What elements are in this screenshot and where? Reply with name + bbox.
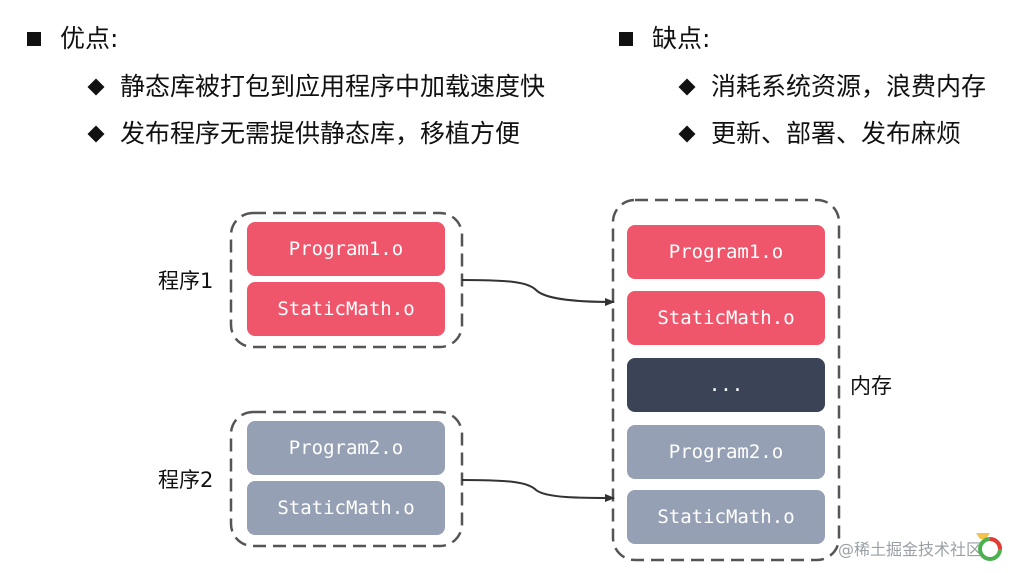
- memory-gap-block: ...: [627, 358, 825, 412]
- cons-heading: 缺点:: [652, 24, 711, 53]
- cons-item: 消耗系统资源，浪费内存: [678, 72, 987, 102]
- memory-container: [611, 198, 841, 562]
- memory-program1-block: Program1.o: [627, 225, 825, 279]
- cons-item-text: 消耗系统资源，浪费内存: [711, 72, 987, 101]
- watermark-text: @稀土掘金技术社区: [838, 540, 983, 559]
- pros-bullet-square: [27, 32, 41, 46]
- program2-object-block: Program2.o: [247, 421, 445, 475]
- cons-bullet-square: [619, 32, 633, 46]
- memory-label: 内存: [850, 374, 892, 398]
- pros-item: 静态库被打包到应用程序中加载速度快: [87, 72, 546, 102]
- pros-item-text: 发布程序无需提供静态库，移植方便: [120, 119, 521, 148]
- pros-item: 发布程序无需提供静态库，移植方便: [87, 119, 521, 149]
- program1-staticmath-block: StaticMath.o: [247, 282, 445, 336]
- memory-staticmath2-block: StaticMath.o: [627, 490, 825, 544]
- program2-label: 程序2: [158, 468, 214, 492]
- pros-item-text: 静态库被打包到应用程序中加载速度快: [120, 72, 546, 101]
- memory-program2-block: Program2.o: [627, 425, 825, 479]
- memory-staticmath1-block: StaticMath.o: [627, 291, 825, 345]
- cons-item-text: 更新、部署、发布麻烦: [711, 119, 962, 148]
- pros-heading: 优点:: [60, 24, 119, 53]
- watermark-logo-icon: [976, 533, 1002, 561]
- cons-item: 更新、部署、发布麻烦: [678, 119, 962, 149]
- program2-staticmath-block: StaticMath.o: [247, 481, 445, 535]
- program1-object-block: Program1.o: [247, 222, 445, 276]
- program1-arrow: [461, 279, 615, 306]
- program1-label: 程序1: [158, 269, 214, 293]
- program2-arrow: [461, 479, 615, 502]
